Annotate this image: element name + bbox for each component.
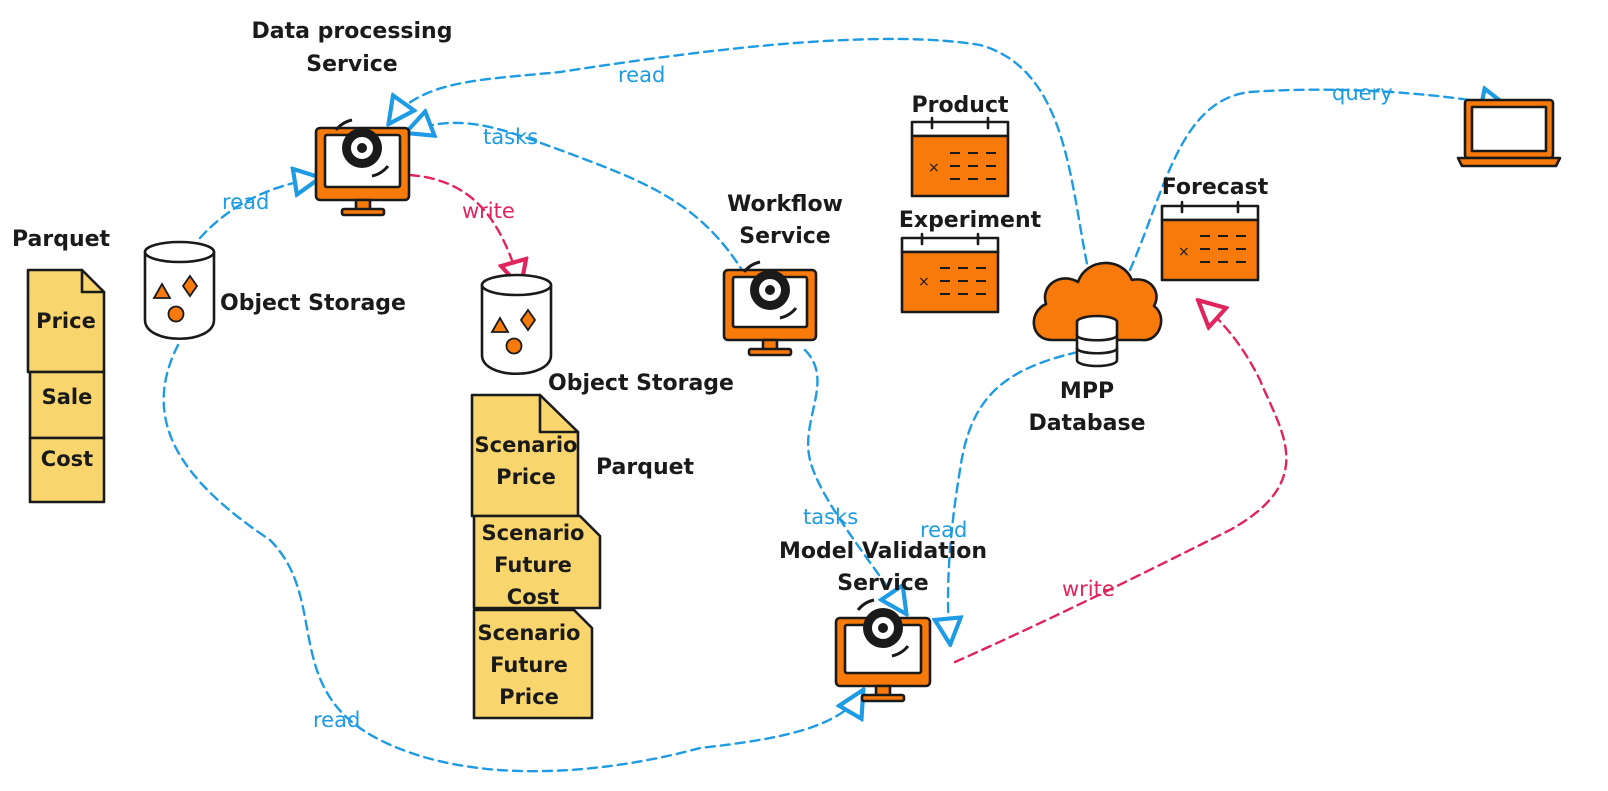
- validation-title-line1: Model Validation: [779, 539, 987, 564]
- edge-label-tasks-2: tasks: [803, 505, 858, 529]
- forecast-label: Forecast: [1162, 175, 1269, 200]
- workflow-title-line2: Service: [739, 224, 830, 249]
- svg-text:×: ×: [1178, 244, 1190, 260]
- edge-label-read: read: [222, 190, 269, 214]
- edge-workflow-to-validation-tasks: tasks: [803, 348, 905, 612]
- object-storage-1: Object Storage: [143, 240, 406, 340]
- shapes-icon: [490, 308, 537, 355]
- edge-label-write-2: write: [1062, 577, 1115, 601]
- edge-label-read-2: read: [618, 63, 665, 87]
- edge-mpp-to-validation-read: read: [920, 350, 1080, 642]
- doc-sfp-l3: Price: [499, 685, 559, 709]
- svg-text:×: ×: [918, 274, 930, 290]
- data-processing-service: Data processing Service: [252, 19, 453, 217]
- doc-price: Price: [26, 268, 106, 374]
- doc-scenario-future-cost: Scenario Future Cost: [472, 514, 602, 610]
- table-experiment: Experiment ×: [899, 208, 1042, 314]
- doc-cost: Cost: [28, 436, 106, 504]
- doc-sale-label: Sale: [42, 385, 93, 409]
- edge-label-read-3: read: [920, 518, 967, 542]
- doc-scenario-price-l1: Scenario: [475, 433, 578, 457]
- object-storage-label-2: Object Storage: [548, 371, 734, 396]
- doc-price-label: Price: [36, 309, 96, 333]
- table-product: Product ×: [910, 93, 1010, 198]
- object-storage-label: Object Storage: [220, 291, 406, 316]
- monitor-gear-icon: [834, 598, 932, 703]
- doc-scenario-future-price: Scenario Future Price: [472, 608, 594, 720]
- doc-sfc-l3: Cost: [507, 585, 559, 609]
- cloud-database-icon: [1032, 261, 1163, 368]
- doc-cost-label: Cost: [41, 447, 93, 471]
- workflow-title-line1: Workflow: [727, 192, 843, 217]
- edge-validation-to-forecast-write: write: [953, 302, 1288, 664]
- parquet-label-2: Parquet: [596, 455, 695, 480]
- parquet-group-2: Parquet Scenario Price Scenario Future C…: [470, 393, 695, 720]
- edge-label-write: write: [462, 199, 515, 223]
- product-label: Product: [911, 93, 1009, 118]
- edge-workflow-to-dps-tasks: tasks: [408, 123, 747, 277]
- parquet-label: Parquet: [12, 227, 111, 252]
- monitor-gear-icon: [722, 260, 818, 357]
- model-validation-service: Model Validation Service: [779, 539, 987, 703]
- validation-title-line2: Service: [837, 571, 928, 596]
- edge-mpp-to-dps-read: read: [390, 37, 1092, 280]
- object-storage-2: Object Storage: [480, 273, 734, 396]
- doc-sfc-l1: Scenario: [482, 521, 585, 545]
- table-icon: ×: [1160, 200, 1260, 282]
- monitor-gear-icon: [314, 118, 411, 217]
- edge-mpp-to-laptop-query: query: [1128, 81, 1505, 272]
- workflow-service: Workflow Service: [722, 192, 843, 357]
- table-icon: ×: [910, 116, 1010, 198]
- dps-title-line2: Service: [306, 52, 397, 77]
- table-icon: ×: [900, 232, 1000, 314]
- doc-sfp-l2: Future: [490, 653, 568, 677]
- mpp-label-line1: MPP: [1060, 379, 1114, 404]
- doc-scenario-price-l2: Price: [496, 465, 556, 489]
- svg-text:×: ×: [928, 160, 940, 176]
- doc-sfc-l2: Future: [494, 553, 572, 577]
- edge-label-tasks: tasks: [483, 125, 538, 149]
- edge-storage-to-dps-read: read: [198, 178, 318, 240]
- dps-title-line1: Data processing: [252, 19, 453, 44]
- doc-scenario-price: Scenario Price: [470, 393, 580, 518]
- edge-label-read-4: read: [313, 708, 360, 732]
- edge-storage-to-validation-read: read: [162, 343, 862, 773]
- parquet-group-1: Parquet Price Sale Cost: [12, 227, 111, 504]
- mpp-label-line2: Database: [1028, 411, 1145, 436]
- doc-sfp-l1: Scenario: [478, 621, 581, 645]
- doc-sale: Sale: [28, 370, 106, 440]
- experiment-label: Experiment: [899, 208, 1042, 233]
- mpp-database: MPP Database: [1028, 261, 1163, 436]
- shapes-icon: [152, 274, 199, 323]
- table-forecast: Forecast ×: [1160, 175, 1269, 282]
- laptop-icon: [1456, 98, 1562, 168]
- edge-label-query: query: [1332, 81, 1393, 105]
- edge-dps-to-storage-write: write: [408, 173, 520, 285]
